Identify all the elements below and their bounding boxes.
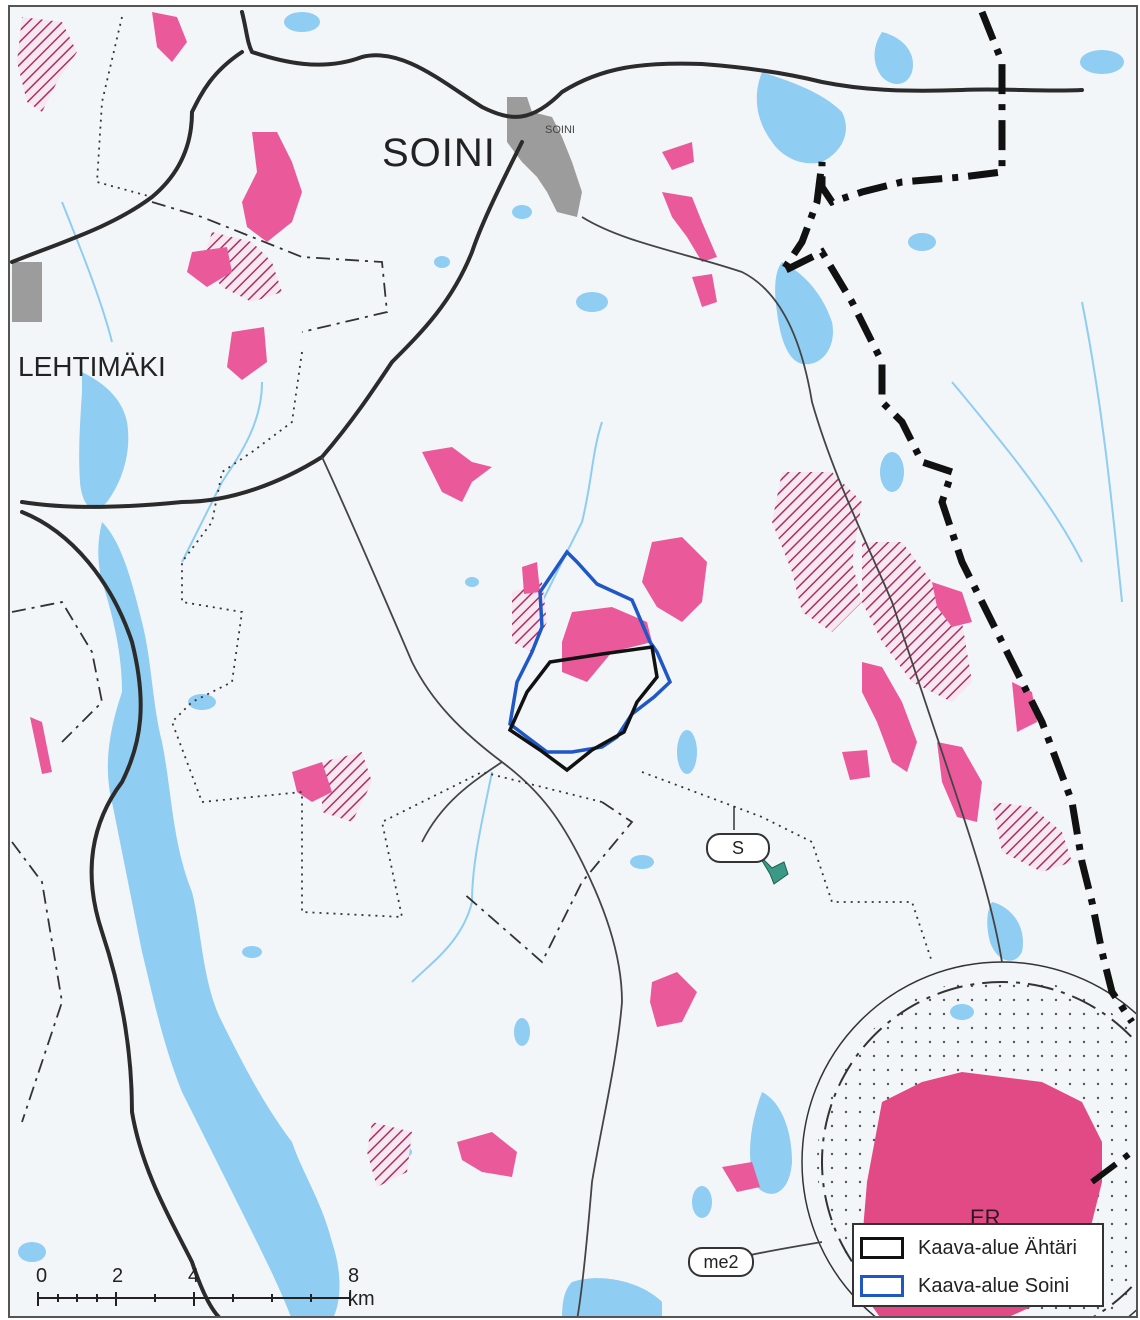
road-west-east-north [240,10,1084,119]
pond-4 [284,12,320,32]
stream-5 [951,381,1083,563]
hatched-area-8 [367,1122,412,1187]
pink-area-5 [422,447,492,502]
hatched-area-6 [992,802,1072,872]
pink-area-9 [642,537,707,622]
pink-area-6 [662,142,694,170]
pink-area-14 [842,750,870,780]
big-lake-west [98,522,340,1316]
road-nw [10,50,244,264]
pink-area-11 [522,562,540,594]
scale-label-4: 4 [188,1265,200,1287]
pink-area-4 [227,327,267,380]
pond-5 [434,256,450,268]
pink-area-10 [562,607,652,682]
pink-area-3 [187,247,232,287]
map-frame: SOINI SOINI LEHTIMÄKI ER S me2 0 2 4 8 k… [8,5,1138,1318]
plan-area-ahtari [507,645,659,773]
s-site-marker [757,853,789,885]
hatched-area-7 [322,752,372,822]
road-south [321,456,623,1316]
scale-label-0: 0 [36,1265,48,1287]
hatched-area-4 [772,472,862,632]
pink-area-20 [722,1162,760,1192]
pink-area-13 [937,742,982,822]
pink-area-15 [932,582,972,627]
map-legend: Kaava-alue Ähtäri Kaava-alue Soini [852,1223,1104,1307]
place-label-soini: SOINI [382,131,496,175]
pink-area-17 [292,762,332,802]
lake-east-south [987,902,1023,961]
pond-10 [1080,50,1124,74]
scale-bar-graphic [37,1292,351,1306]
urban-zone-dashed-ring [821,981,1136,1316]
pond-9 [908,233,936,251]
place-label-lehtimaki: LEHTIMÄKI [18,351,166,382]
pink-area-21 [30,717,52,774]
pink-area-1 [242,132,302,242]
road-east [581,216,1003,963]
pink-area-8 [692,274,717,307]
place-label-soini-small: SOINI [545,124,575,136]
legend-label-soini: Kaava-alue Soini [918,1274,1070,1297]
stream-3 [181,381,263,563]
lake-lehtimaki [79,372,129,510]
scale-bar: 0 2 4 8 km [28,1265,388,1315]
road-sw [421,761,503,843]
road-soini-south [20,140,524,509]
legend-swatch-ahtari [860,1237,904,1259]
map-canvas [10,7,1136,1316]
pond-17 [242,946,262,958]
pink-area-19 [457,1132,517,1177]
district-boundaries [11,16,933,1123]
pond-2 [512,205,532,219]
scale-label-8km: 8 km [348,1265,375,1310]
settlement-soini [12,97,582,322]
pink-area-7 [662,192,717,262]
pink-area-12 [862,662,917,772]
pond-14 [18,1242,46,1262]
lake-east-mid [775,262,833,365]
pond-3 [677,730,697,774]
pond-6 [188,694,216,710]
pond-11 [880,452,904,492]
pink-area-18 [650,972,697,1027]
lake-north-center [874,32,913,84]
pond-8 [630,855,654,869]
hatched-areas [17,17,1072,1187]
hatched-area-5 [862,542,972,702]
pond-16 [692,1186,712,1218]
pink-areas [30,12,1037,1192]
pond-1 [576,292,608,312]
legend-label-ahtari: Kaava-alue Ähtäri [918,1236,1077,1259]
scale-label-2: 2 [112,1265,124,1287]
hatched-area-2 [17,17,77,112]
stream-6 [1081,301,1123,603]
main-roads [10,10,1084,1316]
pond-12 [514,1018,530,1046]
symbol-me2-label: me2 [688,1247,754,1277]
pond-15 [950,1004,974,1020]
symbol-s-label: S [706,833,770,863]
lake-south [562,1278,662,1316]
legend-item-ahtari: Kaava-alue Ähtäri [860,1233,1077,1263]
pink-area-16 [1012,682,1037,732]
lake-east-north [756,72,846,164]
pond-7 [465,577,479,587]
water-bodies [18,12,1124,1316]
legend-item-soini: Kaava-alue Soini [860,1271,1069,1301]
road-west-left [20,510,221,1316]
lake-south-center [750,1092,792,1194]
stream-4 [61,201,113,343]
legend-swatch-soini [860,1275,904,1297]
pink-area-2 [152,12,187,62]
